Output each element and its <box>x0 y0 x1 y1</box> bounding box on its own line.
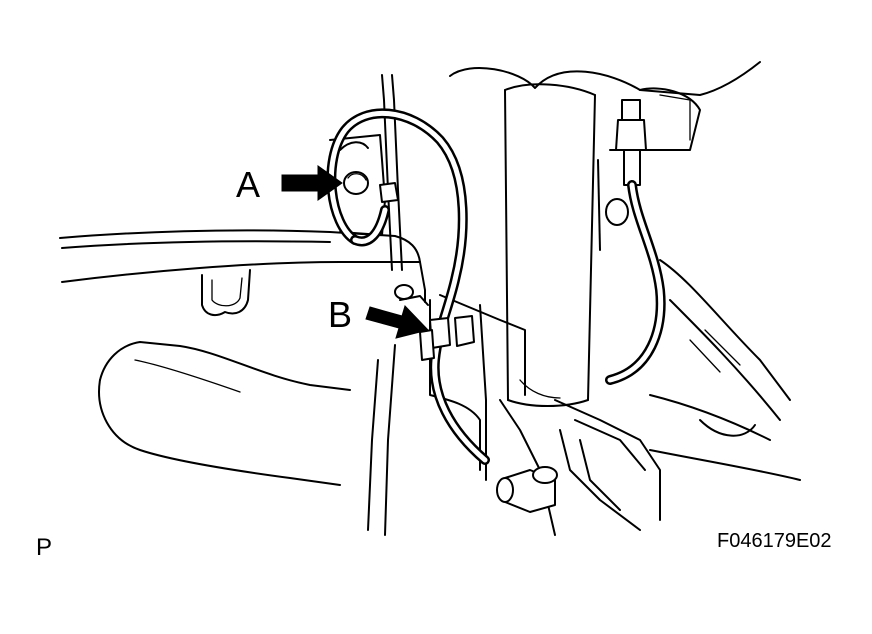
speed-sensor-line <box>597 99 666 385</box>
arrow-b <box>365 305 429 339</box>
right-arms <box>649 259 801 481</box>
callout-label-b: B <box>328 294 353 335</box>
figure-id-label: F046179E02 <box>717 530 832 552</box>
brake-hose <box>326 108 490 465</box>
knuckle-bolt <box>496 466 558 513</box>
arrow-a <box>281 165 343 201</box>
upper-housing <box>449 61 761 151</box>
subframe <box>59 229 426 317</box>
hose-clip <box>399 295 475 361</box>
strut-tube <box>504 83 596 407</box>
hose-bracket <box>329 134 399 236</box>
lower-arm-left <box>98 341 396 536</box>
view-code-label: P <box>36 534 53 561</box>
brake-line-vertical <box>381 74 403 271</box>
callout-label-a: A <box>236 164 261 205</box>
strut-bracket <box>429 294 661 536</box>
